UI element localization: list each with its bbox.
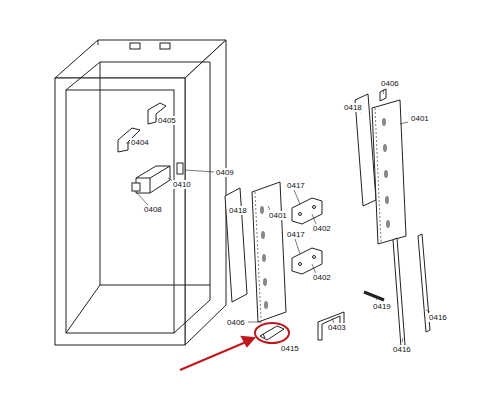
trim-rods <box>393 234 430 347</box>
callout-number: 0418 <box>228 206 248 215</box>
callout-number: 0416 <box>392 345 412 354</box>
hinge-brackets <box>118 103 166 152</box>
callout-number: 0415 <box>280 344 300 353</box>
seal-bar <box>364 292 384 300</box>
callout-number: 0419 <box>372 302 392 311</box>
callout-number: 0408 <box>143 205 163 214</box>
pointer-arrow <box>180 337 254 370</box>
callout-number: 0403 <box>327 323 347 332</box>
callout-number: 0401 <box>268 211 288 220</box>
callout-number: 0405 <box>157 116 177 125</box>
callout-number: 0406 <box>226 318 246 327</box>
support-part <box>255 323 289 343</box>
leader-lines <box>126 89 430 342</box>
callout-number: 0404 <box>130 138 150 147</box>
cabinet <box>55 40 226 345</box>
callout-number: 0410 <box>172 180 192 189</box>
callout-number: 0406 <box>380 79 400 88</box>
trim-strip <box>225 188 247 302</box>
callout-number: 0416 <box>428 313 448 322</box>
callout-number: 0417 <box>286 230 306 239</box>
panel <box>372 89 406 244</box>
callout-number: 0409 <box>215 168 235 177</box>
callout-number: 0417 <box>286 181 306 190</box>
callout-number: 0401 <box>410 114 430 123</box>
callout-number: 0402 <box>312 224 332 233</box>
panel <box>252 182 286 322</box>
callout-number: 0418 <box>343 103 363 112</box>
callout-number: 0402 <box>312 273 332 282</box>
